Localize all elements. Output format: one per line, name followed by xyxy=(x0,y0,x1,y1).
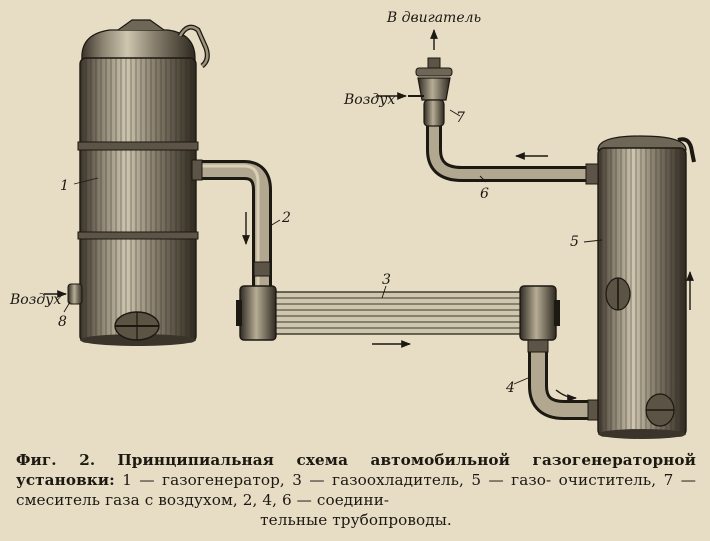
cleaner-hatch-lower xyxy=(645,393,675,427)
gas-cooler xyxy=(236,285,560,341)
callout-2: 2 xyxy=(281,210,291,226)
gas-cleaner xyxy=(597,135,696,439)
label-to-engine: В двигатель xyxy=(386,10,481,26)
caption-fig: Фиг. 2. xyxy=(16,451,96,469)
cleaner-hatch-upper xyxy=(605,277,631,311)
caption-title: Принципиальная схема автомобильной газог… xyxy=(16,451,696,489)
flow-arrows xyxy=(44,29,694,402)
gas-air-mixer xyxy=(408,57,453,127)
generator-hatch xyxy=(114,311,160,341)
callout-4: 4 xyxy=(505,380,515,396)
air-inlet-nozzle xyxy=(67,283,83,305)
leader-lines xyxy=(63,109,603,385)
connecting-pipe-2 xyxy=(191,159,272,292)
callout-8: 8 xyxy=(58,314,67,330)
label-air-generator: Воздух xyxy=(9,292,61,308)
caption-items-line4: тельные трубопроводы. xyxy=(260,511,452,529)
gas-generator xyxy=(77,29,199,346)
callout-1: 1 xyxy=(60,178,69,194)
caption-items-line2: 1 — газогенератор, 3 — газоохладитель, 5… xyxy=(122,471,552,489)
caption-items-line3: очиститель, 7 — смеситель газа с воздухо… xyxy=(16,471,697,509)
connecting-pipe-6 xyxy=(426,124,599,185)
figure-caption: Фиг. 2. Принципиальная схема автомобильн… xyxy=(16,450,696,530)
label-air-mixer: Воздух xyxy=(343,92,395,108)
callout-7: 7 xyxy=(456,110,465,126)
generator-lid xyxy=(117,19,210,68)
connecting-pipe-4 xyxy=(527,339,601,421)
callout-5: 5 xyxy=(570,234,579,250)
arrow-pipe-4-flow xyxy=(555,389,577,402)
callout-3: 3 xyxy=(382,272,391,288)
callout-6: 6 xyxy=(480,186,489,202)
